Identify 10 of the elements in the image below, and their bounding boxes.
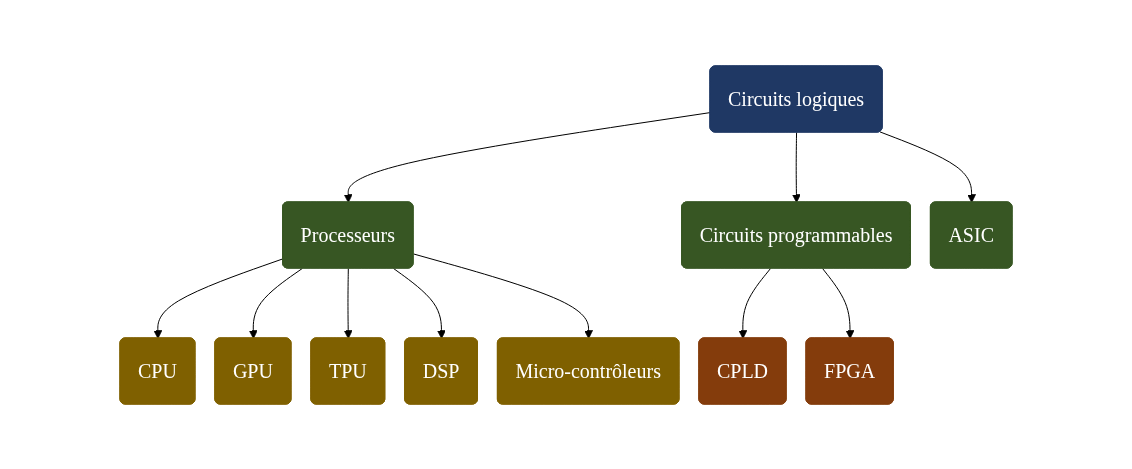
arrow xyxy=(343,111,711,203)
arrow xyxy=(738,267,772,339)
arrow xyxy=(343,267,353,339)
arrow xyxy=(248,267,303,339)
arrow xyxy=(822,267,855,339)
arrow xyxy=(792,131,801,203)
arrow xyxy=(393,267,446,339)
arrow xyxy=(879,130,976,203)
arrow xyxy=(153,257,284,339)
arrow xyxy=(413,252,593,339)
